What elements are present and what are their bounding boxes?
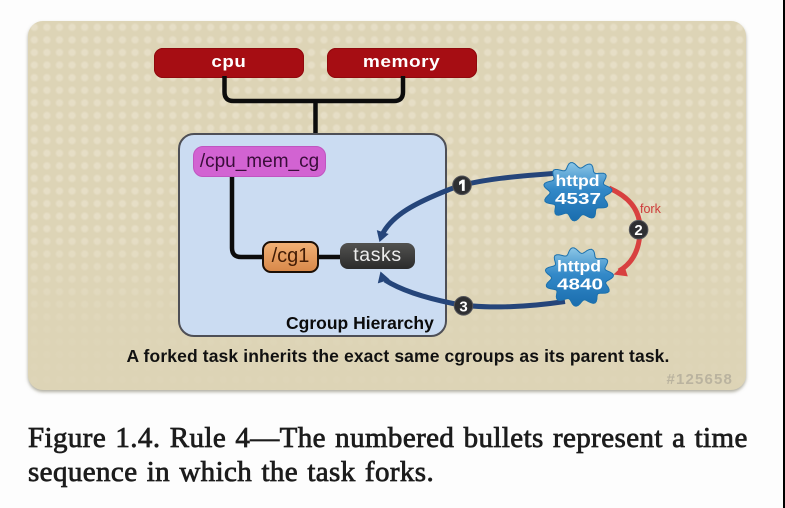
svg-text:4537: 4537 (555, 191, 601, 208)
svg-text:3: 3 (459, 298, 467, 315)
svg-text:4840: 4840 (557, 277, 603, 294)
svg-text:httpd: httpd (556, 173, 600, 190)
svg-text:httpd: httpd (557, 259, 601, 276)
svg-text:2: 2 (634, 222, 642, 239)
